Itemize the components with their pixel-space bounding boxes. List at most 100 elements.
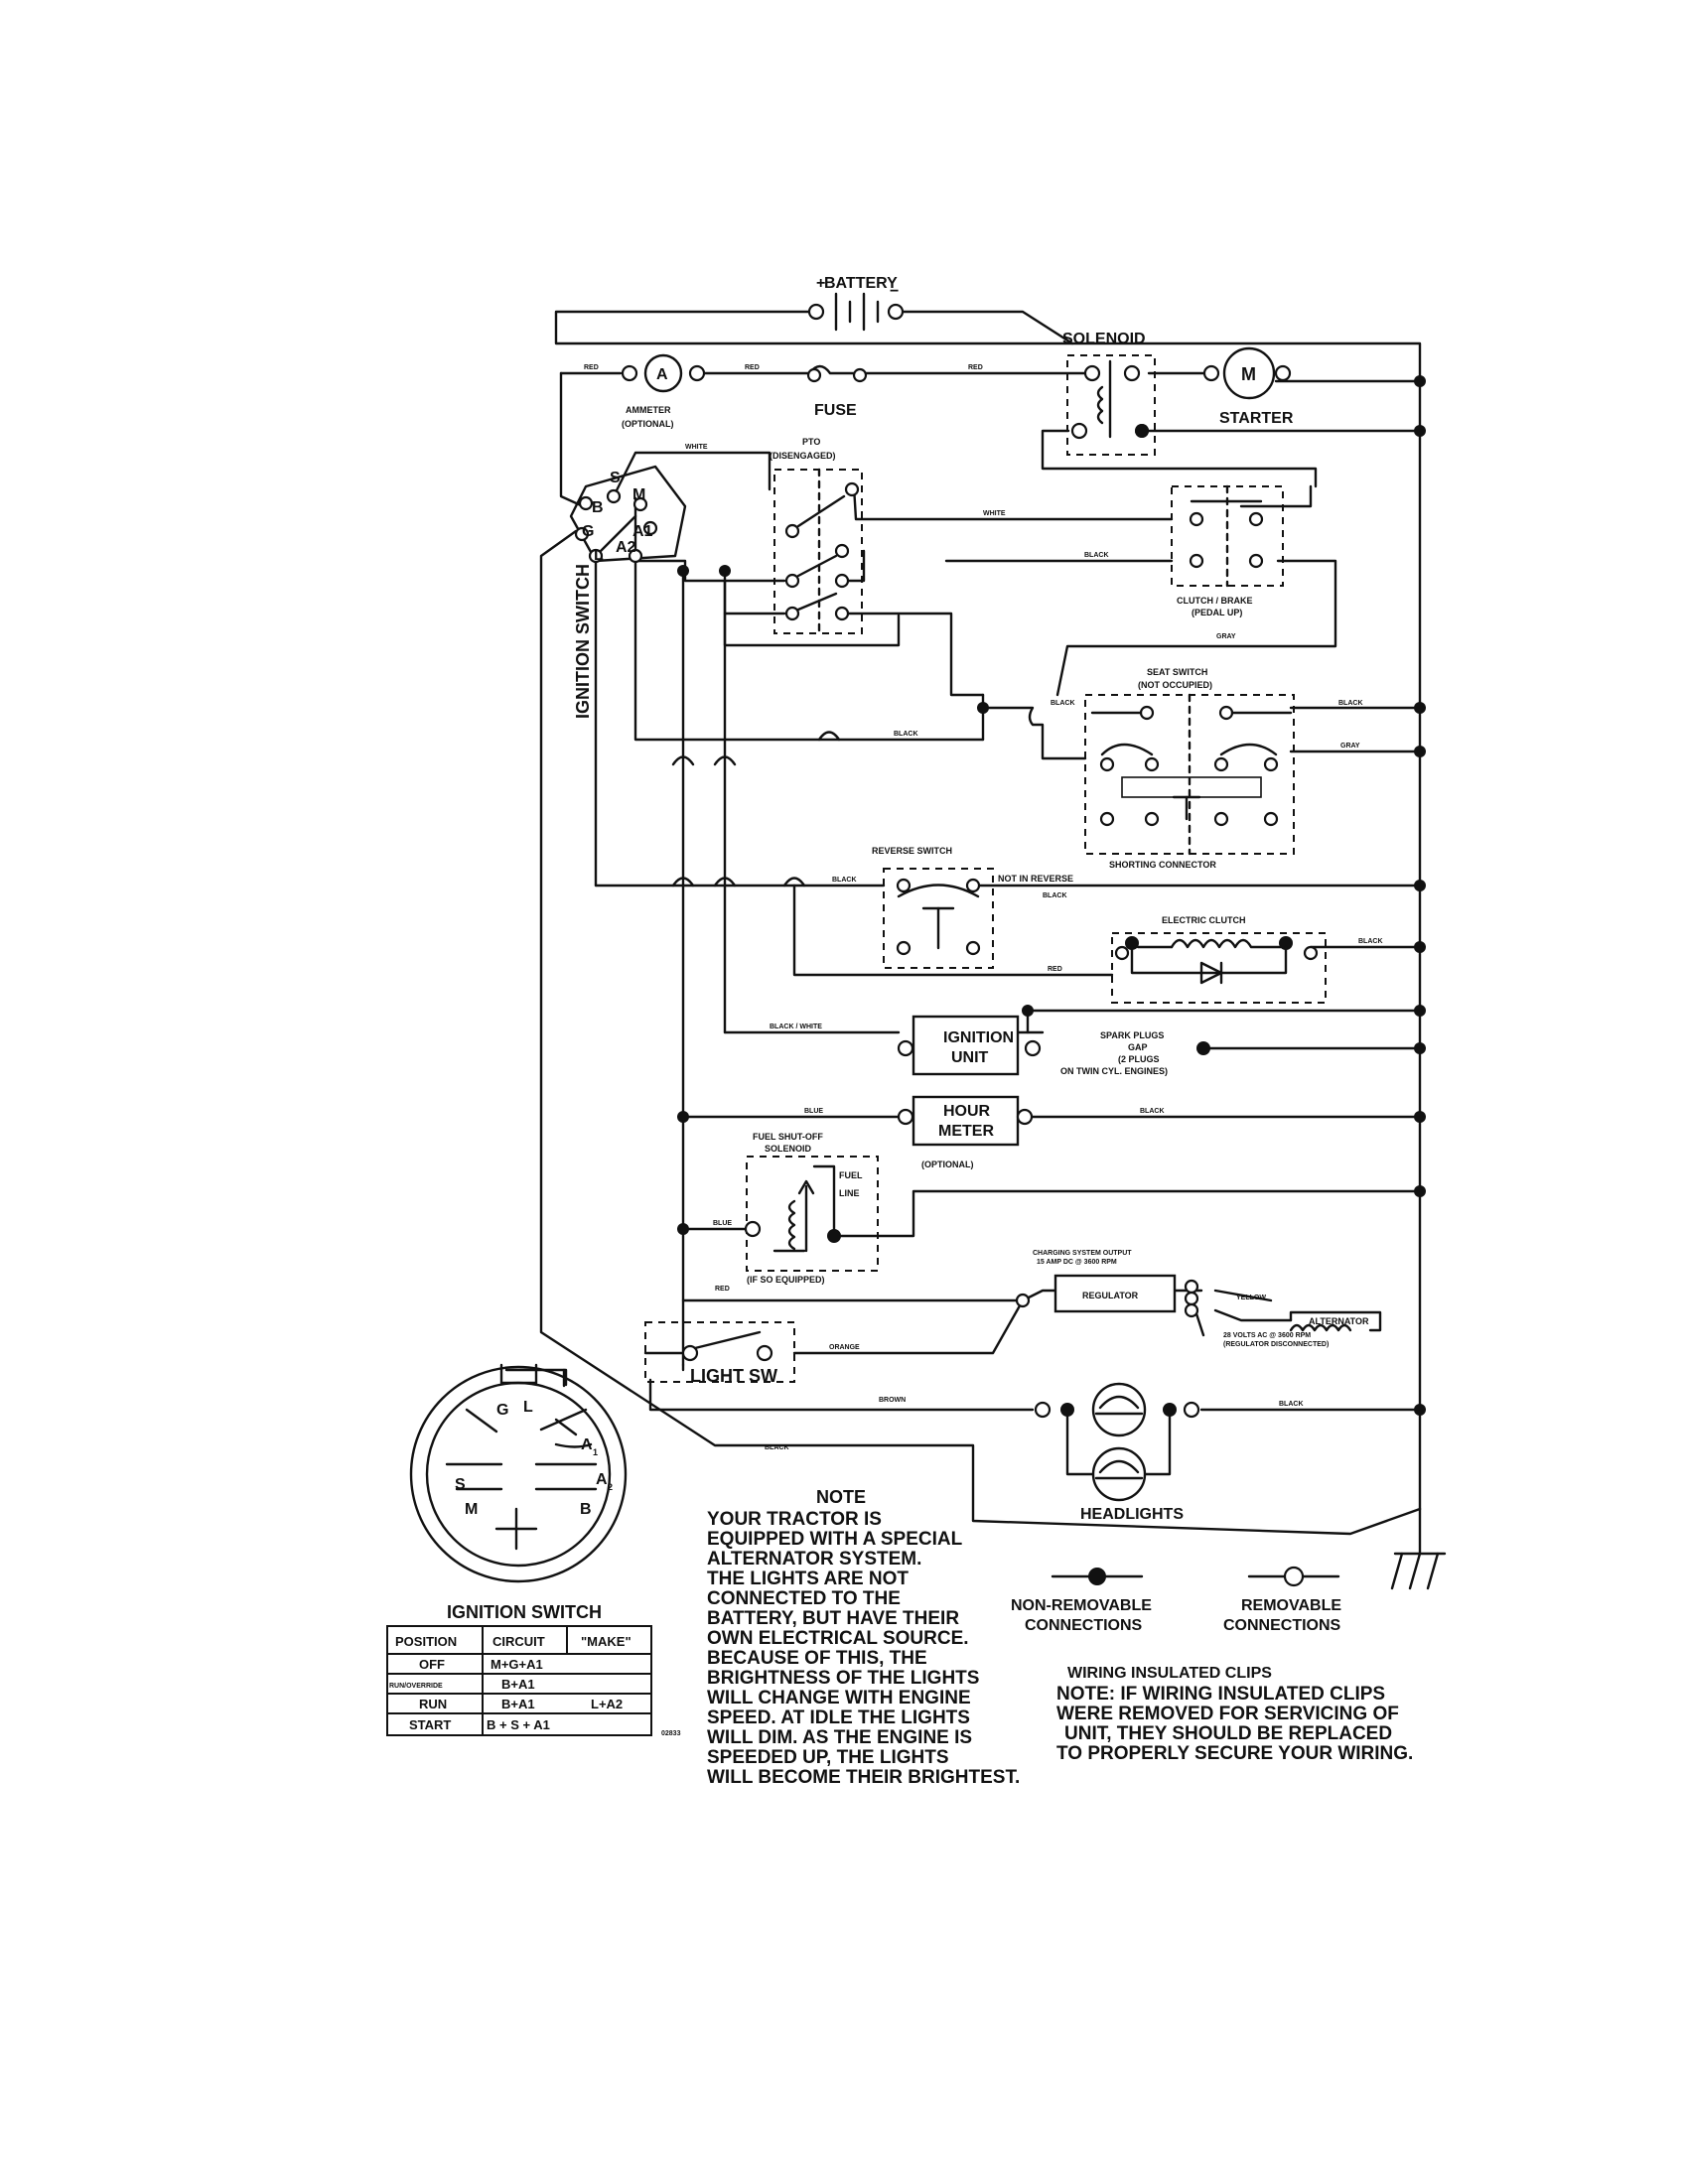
ammeter-symbol: A: [656, 366, 668, 383]
hour-meter-label-2: METER: [938, 1123, 994, 1140]
ignition-unit: IGNITION UNIT SPARK PLUGS GAP (2 PLUGS O…: [897, 1015, 1168, 1076]
terminal-b: B: [592, 499, 604, 516]
note-line: YOUR TRACTOR IS: [707, 1509, 882, 1530]
alternator-volts: 28 VOLTS AC @ 3600 RPM: [1223, 1332, 1311, 1339]
fuel-line-label-2: LINE: [839, 1188, 860, 1198]
table-header-position: POSITION: [395, 1634, 457, 1649]
wire-black-eclutch: BLACK: [1358, 938, 1383, 945]
wire-black-reverse-right: BLACK: [1043, 892, 1067, 899]
ignition-unit-label-2: UNIT: [951, 1049, 989, 1066]
terminal-m: M: [632, 486, 645, 503]
terminal-g: G: [582, 523, 594, 540]
electric-clutch: ELECTRIC CLUTCH: [1111, 915, 1327, 1004]
wire-black-seat-right: BLACK: [1338, 700, 1363, 707]
ignition-switch-vertical-label: IGNITION SWITCH: [573, 564, 593, 719]
starter-motor: M STARTER: [1202, 346, 1294, 427]
legend-non-removable-2: CONNECTIONS: [1025, 1617, 1143, 1634]
alternator-label: ALTERNATOR: [1309, 1316, 1369, 1326]
clips-line: WERE REMOVED FOR SERVICING OF: [1056, 1704, 1399, 1724]
wire-red-eclutch: RED: [1048, 966, 1062, 973]
spark-gap-label: GAP: [1128, 1042, 1148, 1052]
solenoid-label: SOLENOID: [1062, 331, 1146, 347]
clutch-brake-label: CLUTCH / BRAKE: [1177, 596, 1253, 606]
face-terminal-a2: A: [596, 1471, 608, 1488]
note-line: SPEEDED UP, THE LIGHTS: [707, 1747, 949, 1768]
note-line: WILL DIM. AS THE ENGINE IS: [707, 1727, 972, 1748]
hour-meter-optional: (OPTIONAL): [921, 1160, 974, 1169]
hour-meter: HOUR METER (OPTIONAL): [897, 1095, 1034, 1169]
seat-switch-not-occupied: (NOT OCCUPIED): [1138, 680, 1212, 690]
regulator: REGULATOR CHARGING SYSTEM OUTPUT 15 AMP …: [1015, 1250, 1199, 1318]
face-terminal-b: B: [580, 1501, 592, 1518]
table-header-make: "MAKE": [581, 1634, 632, 1649]
fuel-solenoid-label-1: FUEL SHUT-OFF: [753, 1132, 823, 1142]
wire-black-hour: BLACK: [1140, 1108, 1165, 1115]
note-line: THE LIGHTS ARE NOT: [707, 1569, 909, 1589]
ignition-switch-terminals: B S M G A1 L A2 IGNITION SWITCH: [569, 465, 687, 719]
pto-switch: PTO (DISENGAGED): [770, 437, 863, 635]
table-row-off-circuit: M+G+A1: [491, 1657, 543, 1672]
seat-switch-label: SEAT SWITCH: [1147, 667, 1207, 677]
ignition-switch-table: POSITION CIRCUIT "MAKE" OFF M+G+A1 RUN/O…: [386, 1625, 652, 1736]
note-line: BRIGHTNESS OF THE LIGHTS: [707, 1668, 979, 1689]
battery-minus: −: [890, 283, 899, 300]
wire-orange: ORANGE: [829, 1344, 860, 1351]
note-line: EQUIPPED WITH A SPECIAL: [707, 1529, 963, 1550]
face-terminal-a1-sub: 1: [593, 1447, 598, 1457]
battery-plus: +: [816, 275, 825, 292]
clips-title: WIRING INSULATED CLIPS: [1067, 1665, 1272, 1682]
note-line: SPEED. AT IDLE THE LIGHTS: [707, 1707, 970, 1728]
wire-crossovers: [671, 731, 841, 887]
solenoid: SOLENOID: [1062, 331, 1156, 456]
fuse-label: FUSE: [814, 402, 857, 419]
alternator: ALTERNATOR 28 VOLTS AC @ 3600 RPM (REGUL…: [1223, 1310, 1382, 1348]
terminal-s: S: [610, 470, 621, 486]
clips-line: TO PROPERLY SECURE YOUR WIRING.: [1056, 1743, 1413, 1764]
wire-black-seat-left: BLACK: [1051, 700, 1075, 707]
wire-red-c: RED: [968, 364, 983, 371]
wire-red-a: RED: [584, 364, 599, 371]
seat-switch: SEAT SWITCH (NOT OCCUPIED) SHORTING CONN…: [1084, 667, 1295, 870]
wiring-lines: [539, 310, 1422, 1536]
ammeter: A AMMETER (OPTIONAL): [621, 353, 706, 429]
table-row-off-position: OFF: [419, 1657, 445, 1672]
table-row-run-circuit: B+A1: [501, 1697, 535, 1711]
wire-white-b: WHITE: [983, 510, 1006, 517]
terminal-a1: A1: [632, 523, 653, 540]
note-line: WILL BECOME THEIR BRIGHTEST.: [707, 1767, 1020, 1788]
headlights-label: HEADLIGHTS: [1080, 1506, 1184, 1523]
legend-removable-1: REMOVABLE: [1241, 1597, 1341, 1614]
note-block: NOTE YOUR TRACTOR IS EQUIPPED WITH A SPE…: [707, 1487, 1020, 1788]
table-row-runoverride-circuit: B+A1: [501, 1677, 535, 1692]
note-title: NOTE: [816, 1487, 866, 1507]
wire-color-labels: RED RED RED WHITE WHITE BLACK GRAY BLACK…: [584, 364, 1383, 1451]
clips-line: UNIT, THEY SHOULD BE REPLACED: [1064, 1723, 1392, 1744]
wire-red-regulator: RED: [715, 1286, 730, 1293]
pto-label: PTO: [802, 437, 820, 447]
wire-blue-fuel: BLUE: [713, 1220, 732, 1227]
light-switch: LIGHT SW: [644, 1321, 795, 1386]
ignition-switch-title: IGNITION SWITCH: [447, 1602, 602, 1622]
face-terminal-a1: A: [581, 1436, 593, 1453]
ammeter-label: AMMETER: [626, 405, 671, 415]
note-line: WILL CHANGE WITH ENGINE: [707, 1688, 971, 1708]
reverse-switch-label: REVERSE SWITCH: [872, 846, 952, 856]
battery-label: BATTERY: [824, 275, 898, 292]
wire-black-headlights: BLACK: [1279, 1401, 1304, 1408]
electric-clutch-label: ELECTRIC CLUTCH: [1162, 915, 1246, 925]
wire-black-ground: BLACK: [765, 1444, 789, 1451]
note-line: BATTERY, BUT HAVE THEIR: [707, 1608, 959, 1629]
terminal-l: L: [594, 547, 604, 564]
table-row-run-position: RUN: [419, 1697, 447, 1711]
wire-white-a: WHITE: [685, 444, 708, 451]
ground-icon: [1390, 1507, 1447, 1590]
clutch-brake-switch: CLUTCH / BRAKE (PEDAL UP): [1171, 484, 1284, 617]
ignition-unit-label-1: IGNITION: [943, 1029, 1014, 1046]
legend-non-removable-1: NON-REMOVABLE: [1011, 1597, 1152, 1614]
starter-symbol: M: [1241, 364, 1256, 384]
not-in-reverse-label: NOT IN REVERSE: [998, 874, 1073, 884]
legend-removable-2: CONNECTIONS: [1223, 1617, 1341, 1634]
face-terminal-a2-sub: 2: [608, 1482, 613, 1492]
table-row-run-make: L+A2: [591, 1697, 623, 1711]
